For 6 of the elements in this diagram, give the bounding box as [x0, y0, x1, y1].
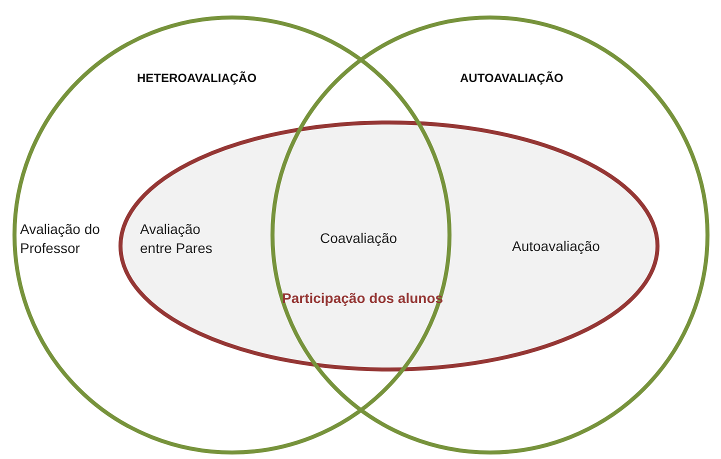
category-label: Avaliação do Professor	[20, 220, 101, 258]
section-heading: HETEROAVALIAÇÃO	[137, 70, 257, 86]
category-label: Autoavaliação	[512, 237, 600, 256]
category-label: Coavaliação	[320, 229, 398, 248]
category-label: Avaliação entre Pares	[140, 220, 214, 258]
section-heading: AUTOAVALIAÇÃO	[460, 70, 564, 86]
